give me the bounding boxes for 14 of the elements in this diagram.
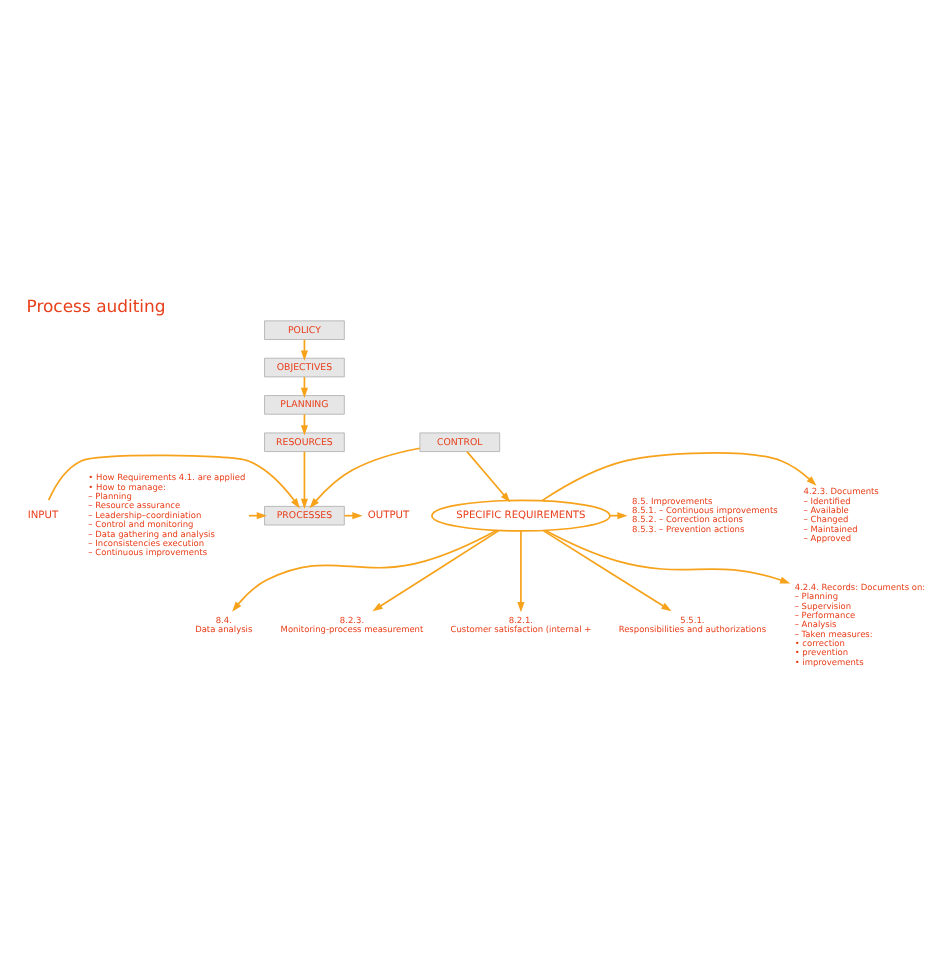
arrow [343,511,363,519]
arrow [609,511,628,519]
arrow [517,529,525,612]
arrow [47,453,300,508]
arrow [542,528,672,611]
arrow [544,528,791,583]
arrow [309,446,421,508]
diagram-title: Process auditing [26,295,166,316]
arrow [248,511,267,519]
arrow [300,449,308,508]
arrow [466,449,511,502]
arrow [541,451,817,501]
arrow [232,528,498,611]
arrow [372,528,500,611]
